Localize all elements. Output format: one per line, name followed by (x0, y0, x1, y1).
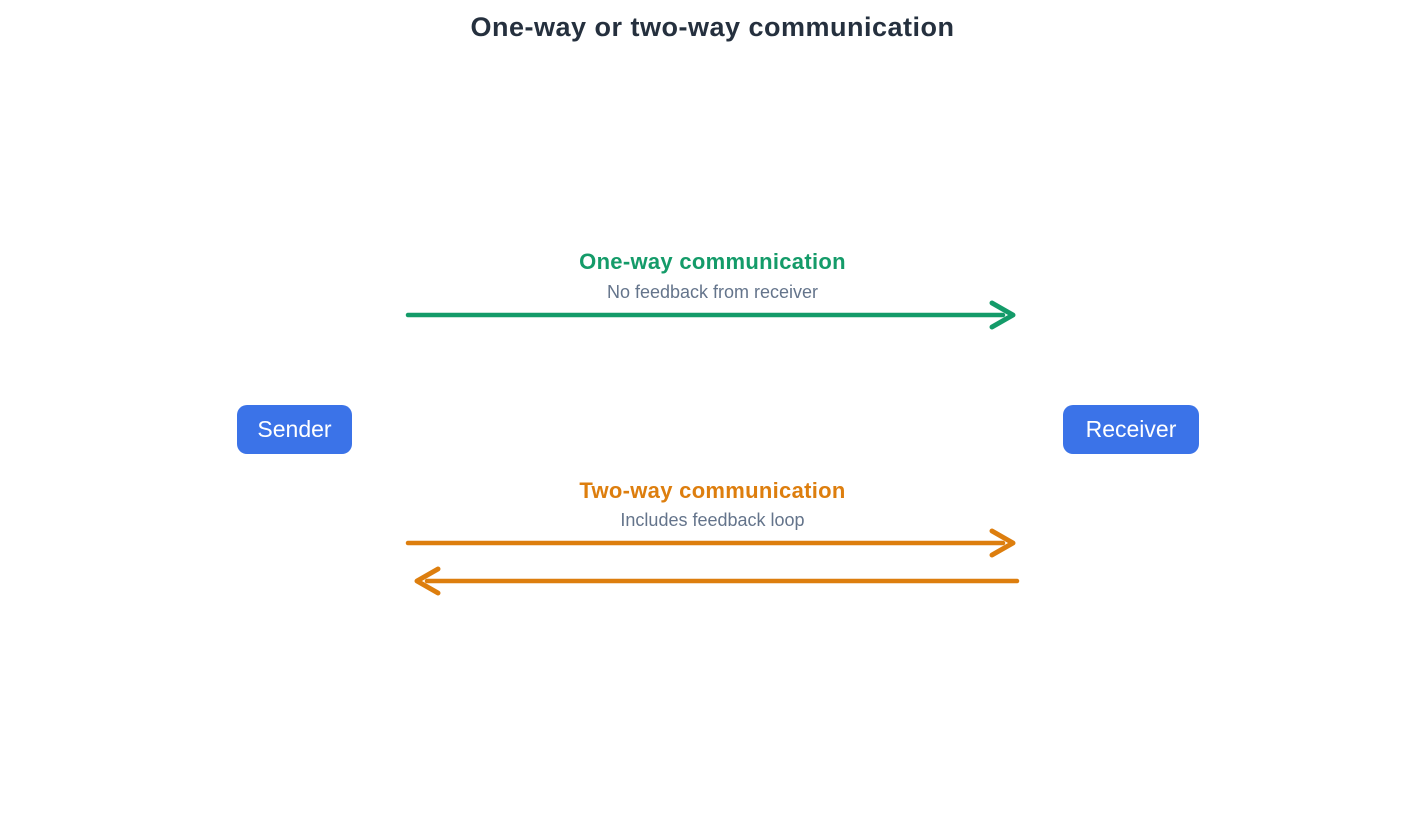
sender-node: Sender (237, 405, 352, 454)
one-way-arrowhead-icon (989, 300, 1016, 330)
two-way-subtitle: Includes feedback loop (620, 510, 805, 530)
page-title: One-way or two-way communication (470, 12, 955, 42)
two-way-heading: Two-way communication (579, 478, 846, 503)
two-way-arrow-forward (405, 528, 1016, 558)
two-way-feedback-arrowhead-icon (414, 566, 441, 596)
one-way-subtitle: No feedback from receiver (606, 282, 819, 302)
receiver-node: Receiver (1063, 405, 1199, 454)
one-way-arrow (405, 300, 1016, 330)
two-way-forward-arrowhead-icon (989, 528, 1016, 558)
two-way-arrow-feedback (414, 566, 1020, 596)
receiver-node-label: Receiver (1085, 416, 1177, 442)
one-way-heading: One-way communication (579, 249, 846, 274)
sender-node-label: Sender (257, 416, 332, 442)
